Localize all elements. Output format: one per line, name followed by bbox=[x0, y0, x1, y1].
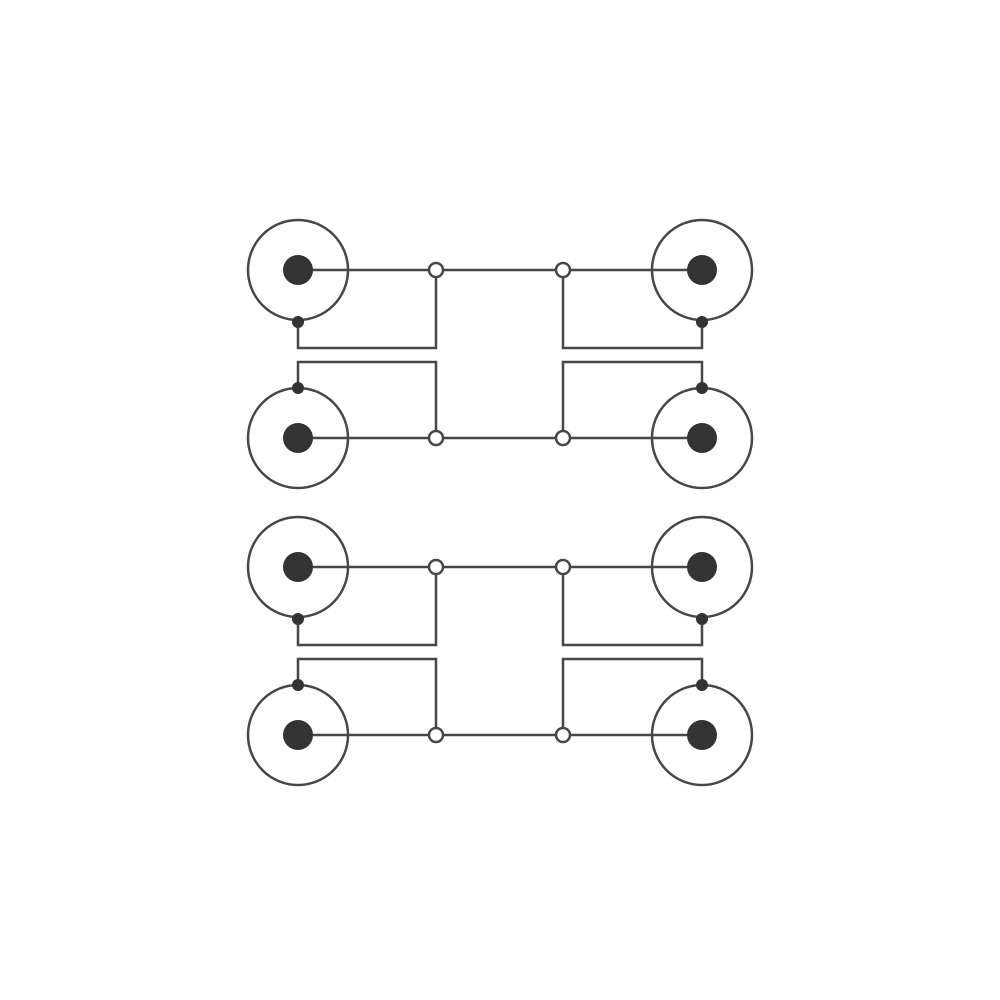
ground-wire bbox=[296, 360, 438, 438]
ground-wire bbox=[561, 270, 704, 350]
ground-wire bbox=[296, 567, 438, 647]
ground-wire bbox=[296, 657, 438, 735]
ground-contact-dot bbox=[696, 613, 708, 625]
junction-node bbox=[427, 429, 445, 447]
ground-contact-dot bbox=[696, 679, 708, 691]
rca-connector-pin bbox=[687, 720, 717, 750]
junction-node bbox=[554, 261, 572, 279]
junction-node bbox=[554, 726, 572, 744]
junction-node bbox=[427, 261, 445, 279]
rca-connector-pin bbox=[283, 552, 313, 582]
rca-connector-pin bbox=[283, 720, 313, 750]
ground-wire bbox=[561, 567, 704, 647]
junction-node bbox=[554, 558, 572, 576]
rca-connector-pin bbox=[687, 423, 717, 453]
ground-contact-dot bbox=[292, 316, 304, 328]
rca-connector-pin bbox=[283, 423, 313, 453]
ground-wire bbox=[296, 270, 438, 350]
junction-node bbox=[427, 558, 445, 576]
rca-connector-pin bbox=[687, 255, 717, 285]
ground-contact-dot bbox=[696, 316, 708, 328]
rca-connector-pin bbox=[283, 255, 313, 285]
rca-connector-pin bbox=[687, 552, 717, 582]
ground-contact-dot bbox=[696, 382, 708, 394]
ground-contact-dot bbox=[292, 382, 304, 394]
ground-contact-dot bbox=[292, 613, 304, 625]
ground-contact-dot bbox=[292, 679, 304, 691]
ground-wire bbox=[561, 360, 704, 438]
junction-node bbox=[554, 429, 572, 447]
junction-node bbox=[427, 726, 445, 744]
ground-wire bbox=[561, 657, 704, 735]
